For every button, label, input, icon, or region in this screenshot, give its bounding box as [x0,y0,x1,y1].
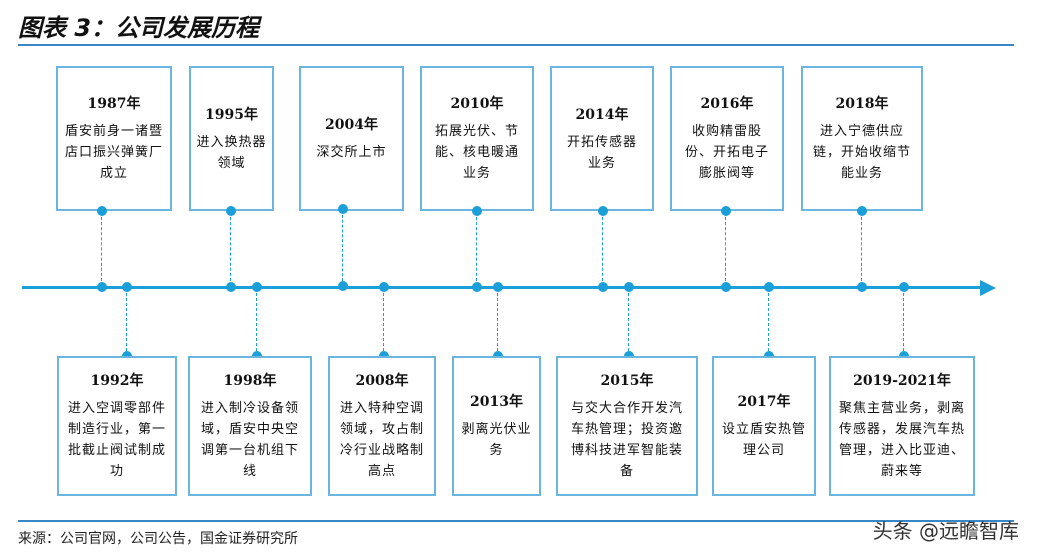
event-desc: 进入空调零部件制造行业，第一批截止阀试制成功 [67,401,166,479]
axis-dot [122,282,132,292]
axis-dot [857,282,867,292]
event-year: 2017年 [737,394,791,410]
connector-line [628,288,629,356]
event-desc: 拓展光伏、节能、核电暖通业务 [434,124,519,181]
event-box-2013: 2013年 剥离光伏业务 [452,356,541,496]
axis-dot [338,281,348,291]
figure-title: 图表 3：公司发展历程 [18,14,260,42]
event-box-2017: 2017年 设立盾安热管理公司 [712,356,816,496]
connector-line [383,288,384,356]
source-rule [18,520,1014,522]
connector-dot [97,206,107,216]
connector-line [725,212,726,286]
event-box-2004: 2004年 深交所上市 [299,66,404,211]
axis-dot [493,282,503,292]
event-box-1995: 1995年 进入换热器领域 [189,66,274,211]
event-desc: 进入特种空调领域，攻占制冷行业战略制高点 [339,401,424,479]
event-year: 2019-2021年 [853,373,951,389]
event-box-2014: 2014年 开拓传感器业务 [550,66,654,211]
axis-dot [598,282,608,292]
event-desc: 开拓传感器业务 [566,134,637,171]
connector-line [602,212,603,286]
event-year: 1992年 [90,373,144,389]
axis-dot [226,282,236,292]
connector-line [768,288,769,356]
event-box-2018: 2018年 进入宁德供应链，开始收缩节能业务 [801,66,923,211]
connector-line [903,288,904,356]
connector-line [497,288,498,356]
axis-dot [97,282,107,292]
event-desc: 与交大合作开发汽车热管理；投资邀博科技进军智能装备 [570,401,683,479]
connector-dot [857,206,867,216]
connector-dot [721,206,731,216]
event-desc: 剥离光伏业务 [461,422,532,458]
event-year: 2010年 [450,96,504,112]
connector-dot [598,206,608,216]
event-desc: 设立盾安热管理公司 [721,422,806,458]
timeline-arrowhead [980,280,996,296]
event-desc: 进入制冷设备领域，盾安中央空调第一台机组下线 [200,401,299,479]
event-desc: 聚焦主营业务，剥离传感器，发展汽车热管理，进入比亚迪、蔚来等 [838,401,965,479]
event-desc: 进入宁德供应链，开始收缩节能业务 [812,124,911,181]
event-year: 1995年 [205,106,258,123]
event-box-1987: 1987年 盾安前身一诸暨店口振兴弹簧厂成立 [56,66,172,211]
connector-line [476,212,477,286]
event-year: 1998年 [223,373,277,389]
connector-line [861,212,862,286]
connector-dot [472,206,482,216]
event-box-2010: 2010年 拓展光伏、节能、核电暖通业务 [420,66,534,211]
axis-dot [379,282,389,292]
event-desc: 盾安前身一诸暨店口振兴弹簧厂成立 [64,124,163,181]
event-box-2008: 2008年 进入特种空调领域，攻占制冷行业战略制高点 [328,356,436,496]
event-desc: 收购精雷股份、开拓电子膨胀阀等 [684,124,769,181]
title-rule [18,44,1014,46]
axis-dot [899,282,909,292]
event-year: 2013年 [470,394,523,410]
connector-line [101,212,102,286]
watermark: 头条 @远瞻智库 [872,519,1019,543]
event-year: 2015年 [600,373,654,389]
axis-dot [721,282,731,292]
event-box-2016: 2016年 收购精雷股份、开拓电子膨胀阀等 [670,66,784,211]
source-note: 来源：公司官网，公司公告，国金证券研究所 [18,531,298,547]
event-box-2015: 2015年 与交大合作开发汽车热管理；投资邀博科技进军智能装备 [556,356,698,496]
event-year: 2008年 [355,373,409,389]
axis-dot [624,282,634,292]
axis-dot [764,282,774,292]
event-year: 2016年 [700,96,754,112]
event-box-1998: 1998年 进入制冷设备领域，盾安中央空调第一台机组下线 [188,356,312,496]
connector-line [126,288,127,356]
event-desc: 深交所上市 [316,145,387,160]
event-desc: 进入换热器领域 [196,134,267,171]
connector-line [256,288,257,356]
event-year: 2004年 [325,117,378,133]
axis-dot [472,282,482,292]
connector-line [342,210,343,286]
event-box-1992: 1992年 进入空调零部件制造行业，第一批截止阀试制成功 [57,356,177,496]
event-year: 1987年 [87,96,141,112]
connector-line [230,212,231,286]
event-year: 2018年 [835,96,889,112]
event-box-2019-2021: 2019-2021年 聚焦主营业务，剥离传感器，发展汽车热管理，进入比亚迪、蔚来… [829,356,975,496]
event-year: 2014年 [575,106,629,123]
connector-dot [338,204,348,214]
connector-dot [226,206,236,216]
axis-dot [252,282,262,292]
